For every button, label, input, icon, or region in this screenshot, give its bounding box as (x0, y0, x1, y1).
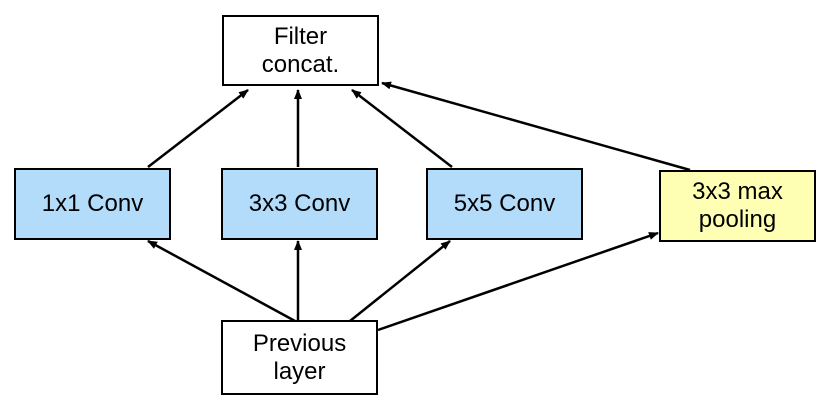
arrow-previous-layer-to-max-pool (377, 231, 659, 332)
arrow-conv-5x5-to-filter-concat (351, 89, 453, 168)
arrow-previous-layer-to-conv-5x5 (349, 240, 451, 322)
filter-concat-node: Filter concat. (222, 15, 379, 86)
conv-1x1-node: 1x1 Conv (14, 168, 171, 240)
conv-3x3-node: 3x3 Conv (221, 168, 378, 240)
arrow-previous-layer-to-conv-1x1 (147, 239, 296, 323)
max-pooling-node: 3x3 max pooling (659, 170, 816, 242)
conv-5x5-node: 5x5 Conv (426, 168, 583, 240)
arrow-conv-1x1-to-filter-concat (147, 89, 249, 168)
arrow-max-pool-to-filter-concat (381, 81, 691, 172)
previous-layer-node: Previous layer (221, 320, 378, 395)
